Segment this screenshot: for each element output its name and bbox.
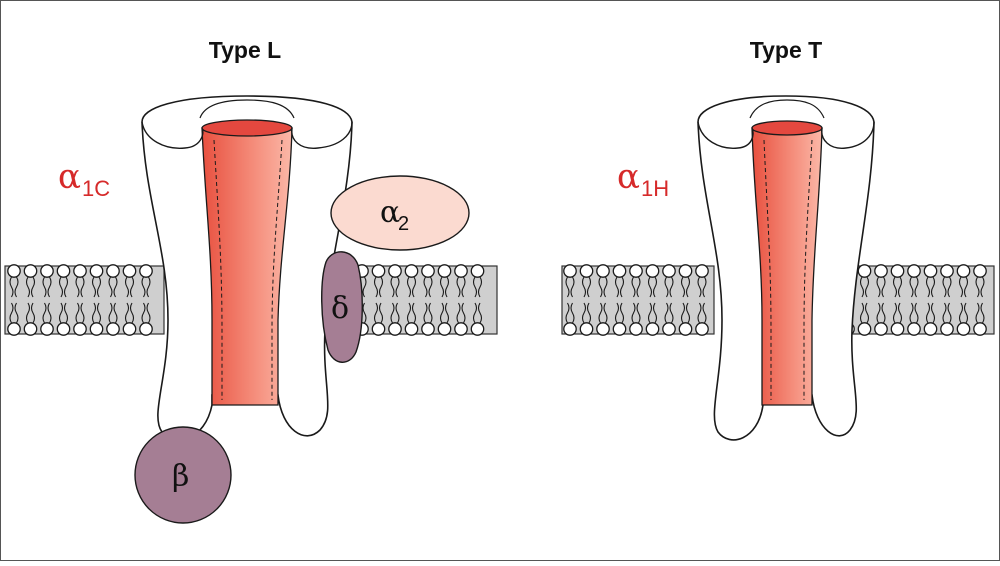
delta-symbol: δ (331, 291, 349, 326)
alpha2-symbol: α (380, 195, 400, 230)
type-t-channel (697, 95, 875, 441)
svg-text:1H: 1H (641, 176, 669, 201)
type-l-channel (141, 95, 353, 441)
membrane-right (561, 264, 995, 336)
type-t-title: Type T (750, 37, 822, 63)
alpha2-subscript: 2 (398, 213, 409, 235)
svg-text:α: α (58, 157, 81, 197)
alpha1h-label: α 1H (617, 157, 669, 201)
delta-subunit: δ (321, 251, 363, 363)
svg-text:1C: 1C (82, 176, 110, 201)
alpha1c-label: α 1C (58, 157, 110, 201)
svg-text:α: α (617, 157, 640, 197)
beta-symbol: β (172, 459, 189, 494)
beta-subunit: β (134, 426, 232, 524)
alpha2-subunit: α 2 (330, 175, 470, 251)
type-l-title: Type L (209, 37, 281, 63)
membrane-left (4, 264, 498, 336)
